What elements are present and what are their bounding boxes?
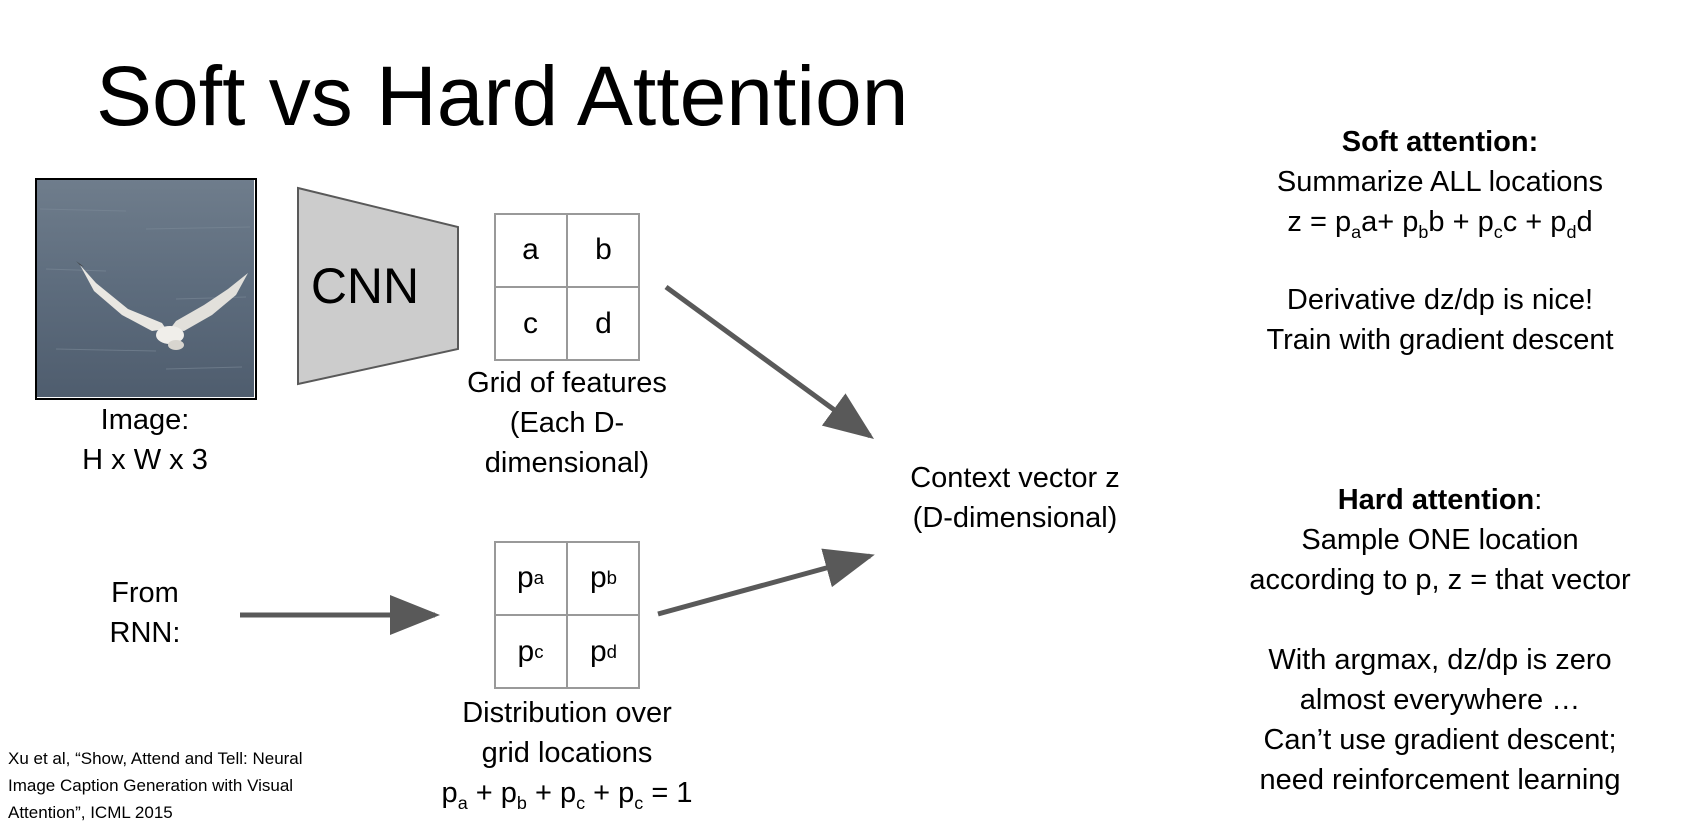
prob-caption-line1: Distribution over	[462, 697, 672, 729]
seagull-image	[36, 179, 254, 397]
feature-cell-b: b	[595, 232, 612, 266]
citation: Xu et al, “Show, Attend and Tell: Neural…	[8, 745, 358, 826]
feature-caption-line1: Grid of features	[467, 367, 667, 399]
soft-attention-line3: Derivative dz/dp is nice!	[1286, 284, 1594, 316]
hard-attention-line2: according to p, z = that vector	[1249, 564, 1631, 596]
context-line1: Context vector z	[910, 462, 1120, 494]
hard-attention-block: Hard attention: Sample ONE location acco…	[1200, 480, 1680, 800]
arrow-features-to-context	[664, 284, 875, 439]
hard-attention-line3: With argmax, dz/dp is zero	[1268, 644, 1612, 676]
arrow-probs-to-context	[657, 548, 875, 617]
feature-caption-line2: (Each D-	[509, 407, 625, 439]
cnn-label: CNN	[310, 258, 420, 314]
citation-line1: Xu et al, “Show, Attend and Tell: Neural	[8, 749, 303, 768]
context-line2: (D-dimensional)	[912, 502, 1118, 534]
probability-grid-caption: Distribution over grid locations pa + pb…	[400, 693, 734, 813]
soft-attention-heading: Soft attention:	[1341, 126, 1539, 158]
cnn-trapezoid	[297, 186, 459, 386]
soft-attention-line4: Train with gradient descent	[1266, 324, 1614, 356]
hard-attention-line5: Can’t use gradient descent;	[1263, 724, 1617, 756]
feature-grid-caption: Grid of features (Each D- dimensional)	[420, 363, 714, 483]
slide-title: Soft vs Hard Attention	[96, 49, 909, 143]
hard-attention-heading: Hard attention:	[1337, 484, 1543, 516]
hard-attention-line1: Sample ONE location	[1301, 524, 1579, 556]
citation-line3: Attention”, ICML 2015	[8, 803, 173, 822]
context-vector-label: Context vector z (D-dimensional)	[880, 458, 1150, 538]
image-label-line1: Image:	[100, 404, 190, 436]
rnn-label-line2: RNN:	[109, 617, 181, 649]
image-label: Image: H x W x 3	[45, 400, 245, 480]
feature-caption-line3: dimensional)	[484, 447, 650, 479]
feature-cell-c: c	[523, 306, 538, 340]
feature-cell-a: a	[522, 232, 539, 266]
prob-caption-line2: grid locations	[481, 737, 653, 769]
rnn-label-line1: From	[111, 577, 179, 609]
soft-attention-equation: z = paa+ pbb + pcc + pdd	[1287, 206, 1593, 242]
citation-line2: Image Caption Generation with Visual	[8, 776, 294, 795]
soft-attention-line1: Summarize ALL locations	[1276, 166, 1604, 198]
image-label-line2: H x W x 3	[82, 444, 208, 476]
feature-cell-d: d	[595, 306, 612, 340]
image-border	[35, 178, 257, 400]
soft-attention-block: Soft attention: Summarize ALL locations …	[1200, 122, 1680, 360]
feature-grid: a b c d	[494, 213, 640, 361]
rnn-label: From RNN:	[80, 573, 210, 653]
hard-attention-line6: need reinforcement learning	[1259, 764, 1621, 796]
prob-sum-equation: pa + pb + pc + pc = 1	[441, 777, 693, 813]
hard-attention-line4: almost everywhere …	[1299, 684, 1581, 716]
